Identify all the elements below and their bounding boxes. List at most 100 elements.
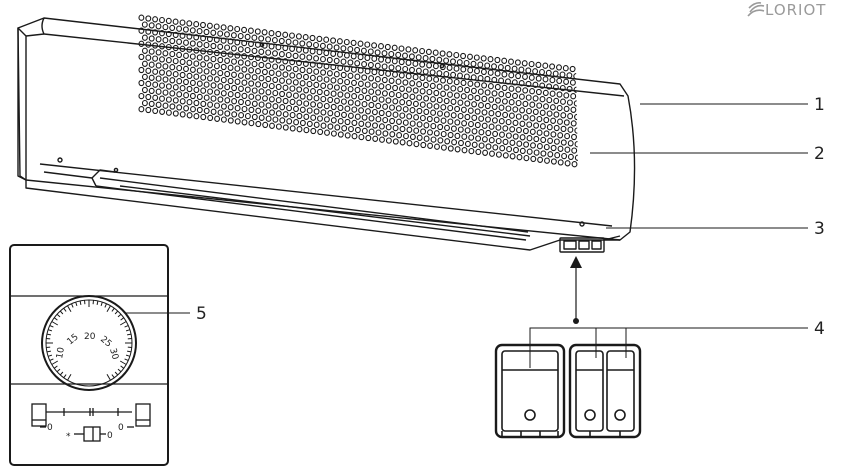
grille-hole xyxy=(309,61,316,68)
grille-hole xyxy=(480,68,487,76)
grille-hole xyxy=(409,80,416,87)
grille-hole xyxy=(458,139,464,147)
grille-hole xyxy=(231,98,238,105)
grille-hole xyxy=(193,21,200,28)
grille-hole xyxy=(505,132,512,139)
grille-hole xyxy=(515,99,522,107)
grille-hole xyxy=(354,100,361,107)
grille-hole xyxy=(141,34,148,41)
grille-hole xyxy=(371,82,378,89)
grille-hole xyxy=(350,39,357,47)
grille-hole xyxy=(275,97,282,104)
grille-hole xyxy=(227,117,234,124)
grille-hole xyxy=(224,83,231,91)
grille-hole xyxy=(450,98,457,105)
grille-hole xyxy=(389,104,395,111)
grille-hole xyxy=(162,23,169,31)
grille-hole xyxy=(248,106,255,114)
grille-hole xyxy=(535,88,542,96)
grille-hole xyxy=(484,89,491,96)
grille-hole xyxy=(196,28,203,35)
grille-hole xyxy=(179,19,186,26)
grille-hole xyxy=(406,113,413,120)
grille-hole xyxy=(319,42,326,50)
grille-hole xyxy=(189,40,196,47)
grille-hole xyxy=(481,95,488,103)
grille-hole xyxy=(172,31,179,39)
grille-hole xyxy=(378,96,385,103)
grille-hole xyxy=(244,60,251,67)
dial-tick xyxy=(114,310,119,315)
dial-tick xyxy=(63,307,67,312)
grille-hole xyxy=(141,21,148,28)
grille-hole xyxy=(313,121,320,128)
grille-hole xyxy=(347,72,354,79)
grille-hole xyxy=(210,82,217,89)
grille-hole xyxy=(487,69,494,76)
grille-hole xyxy=(310,101,317,108)
grille-hole xyxy=(471,141,478,148)
grille-hole xyxy=(474,121,481,129)
grille-hole xyxy=(518,93,525,100)
grille-hole xyxy=(155,88,162,95)
grille-hole xyxy=(344,65,350,72)
grille-hole xyxy=(323,49,330,57)
grille-hole xyxy=(207,88,214,95)
grille-hole xyxy=(313,68,320,75)
grille-hole xyxy=(509,153,516,160)
grille-hole xyxy=(323,76,330,83)
grille-hole xyxy=(463,59,470,67)
grille-hole xyxy=(543,130,550,137)
air-outlet xyxy=(25,180,620,251)
grille-hole xyxy=(286,118,293,125)
grille-hole xyxy=(536,102,543,109)
grille-hole xyxy=(251,113,258,121)
grille-hole xyxy=(337,104,344,112)
control-socket xyxy=(559,235,621,253)
grille-hole xyxy=(317,128,324,136)
grille-hole xyxy=(172,57,179,65)
grille-hole xyxy=(557,145,564,152)
grille-hole xyxy=(176,64,183,72)
grille-hole xyxy=(484,75,491,83)
grille-hole xyxy=(200,48,207,55)
grille-hole xyxy=(546,96,553,104)
grille-hole xyxy=(316,62,323,69)
grille-hole xyxy=(224,31,230,38)
grille-hole xyxy=(385,110,392,118)
grille-hole xyxy=(543,103,549,110)
grille-hole xyxy=(343,38,350,46)
grille-hole xyxy=(354,73,361,80)
grille-hole xyxy=(282,84,289,91)
grille-hole xyxy=(299,106,306,113)
grille-hole xyxy=(310,88,316,95)
grille-hole xyxy=(354,126,361,134)
grille-hole xyxy=(255,81,262,88)
grille-hole xyxy=(176,25,183,32)
grille-hole xyxy=(217,30,224,37)
grille-hole xyxy=(371,68,378,76)
grille-hole xyxy=(230,45,237,52)
grille-hole xyxy=(519,107,526,114)
dial-tick xyxy=(114,371,119,376)
screw xyxy=(579,221,585,227)
grille-hole xyxy=(412,47,419,54)
grille-hole xyxy=(515,86,522,93)
grille-hole xyxy=(327,96,334,104)
grille-hole xyxy=(392,98,399,105)
grille-hole xyxy=(196,93,203,101)
grille-hole xyxy=(489,150,495,157)
grille-hole xyxy=(148,48,155,55)
grille-hole xyxy=(484,62,491,69)
grille-hole xyxy=(186,33,193,40)
grille-hole xyxy=(570,120,577,127)
grille-hole xyxy=(529,88,536,95)
grille-hole xyxy=(433,116,440,123)
grille-hole xyxy=(361,74,368,81)
grille-hole xyxy=(326,43,333,50)
grille-hole xyxy=(457,112,464,120)
grille-hole xyxy=(498,118,505,125)
grille-hole xyxy=(302,60,309,67)
grille-hole xyxy=(148,35,155,42)
grille-hole xyxy=(279,64,285,71)
